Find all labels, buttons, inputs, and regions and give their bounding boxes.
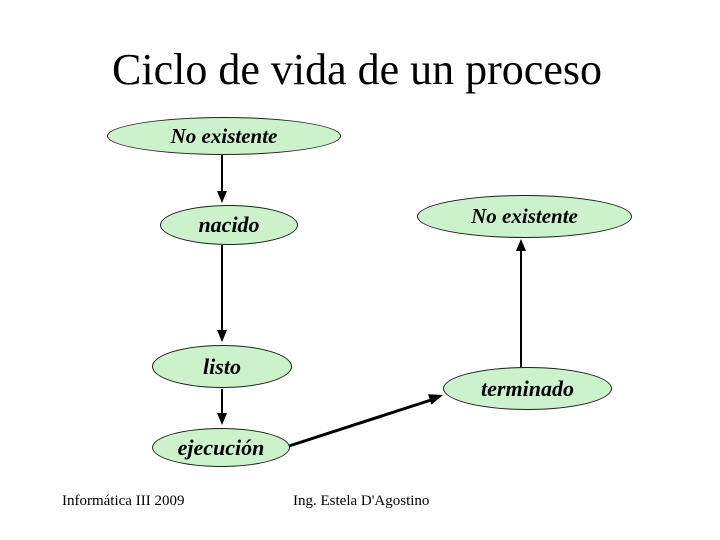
footer-course: Informática III 2009 xyxy=(62,493,185,509)
arrow-ejecucion-to-terminado xyxy=(288,394,443,448)
footer-author: Ing. Estela D'Agostino xyxy=(293,493,430,509)
arrow-nacido-to-listo xyxy=(217,245,227,342)
arrow-listo-to-ejecucion xyxy=(217,389,227,425)
node-nacido: nacido xyxy=(160,205,298,245)
node-listo: listo xyxy=(152,345,292,388)
node-no-existente-fin: No existente xyxy=(417,195,632,238)
node-no-existente-inicio: No existente xyxy=(107,117,341,155)
node-terminado: terminado xyxy=(443,367,612,410)
arrow-no-existente-to-nacido xyxy=(217,155,227,203)
node-ejecucion: ejecución xyxy=(152,428,290,467)
page-title: Ciclo de vida de un proceso xyxy=(112,45,602,94)
arrow-terminado-to-no-existente xyxy=(516,239,526,367)
